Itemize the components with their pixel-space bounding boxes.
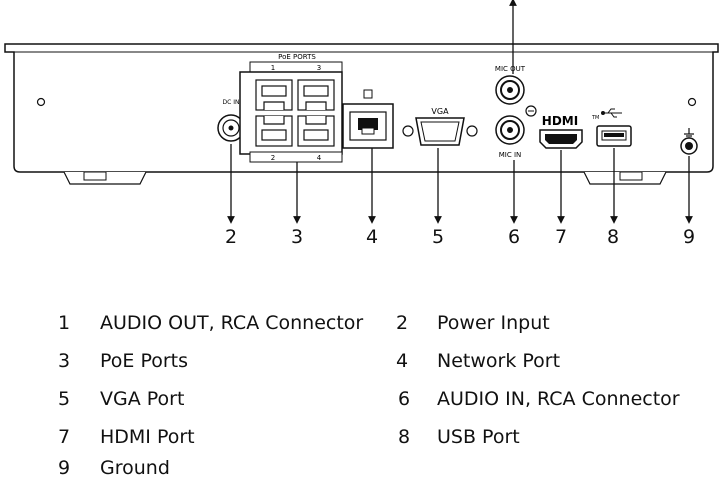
rj45-jack (297, 79, 335, 111)
port-4-label: 4 (317, 154, 322, 162)
legend-label: HDMI Port (100, 426, 195, 448)
vga-label: VGA (431, 107, 449, 116)
audio-out-rca: MIC OUT (495, 65, 526, 105)
audio-in-rca: MIC IN (495, 115, 525, 159)
legend-number: 1 (58, 312, 71, 334)
vga-port: VGA (402, 107, 478, 146)
legend-label: PoE Ports (100, 350, 189, 372)
nvr-rear-panel-diagram: DC IN PoE PORTS 1 3 2 4 (4, 0, 719, 224)
usb-icon (601, 108, 622, 118)
legend-number: 2 (396, 312, 409, 334)
rj45-jack (297, 115, 335, 147)
rj45-jack (255, 79, 293, 111)
legend-label: Network Port (437, 350, 561, 372)
mic-out-label: MIC OUT (495, 65, 526, 73)
legend-number: 5 (58, 388, 71, 410)
poe-ports: PoE PORTS 1 3 2 4 (239, 53, 343, 163)
callout-number-3: 3 (291, 226, 304, 248)
legend-label: Power Input (437, 312, 550, 334)
callout-number-8: 8 (607, 226, 620, 248)
legend-label: Ground (100, 457, 170, 479)
legend-label: VGA Port (100, 388, 185, 410)
callout-number-5: 5 (432, 226, 445, 248)
callout-lines (227, 0, 693, 224)
callout-number-6: 6 (508, 226, 521, 248)
ground-terminal (680, 128, 698, 155)
callout-number-7: 7 (555, 226, 568, 248)
legend-label: AUDIO IN, RCA Connector (437, 388, 680, 410)
dc-in-label: DC IN (223, 99, 240, 106)
network-port (342, 89, 394, 149)
callout-number-4: 4 (366, 226, 379, 248)
legend-number: 6 (398, 388, 411, 410)
port-1-label: 1 (271, 64, 275, 72)
port-2-label: 2 (271, 154, 275, 162)
hdmi-logo: HDMI (542, 114, 578, 128)
screw-hole (36, 97, 46, 107)
port-3-label: 3 (317, 64, 321, 72)
legend-label: AUDIO OUT, RCA Connector (100, 312, 364, 334)
network-icon (363, 89, 373, 99)
legend-number: 8 (398, 426, 411, 448)
hdmi-tm-label: TM (591, 115, 599, 121)
mic-in-label: MIC IN (499, 151, 522, 159)
rj45-jack (255, 115, 293, 147)
poe-ports-label: PoE PORTS (278, 53, 316, 61)
callout-number-2: 2 (225, 226, 238, 248)
legend-number: 9 (58, 457, 71, 479)
callout-number-9: 9 (683, 226, 696, 248)
legend-number: 7 (58, 426, 71, 448)
hdmi-port: HDMI TM (539, 114, 599, 149)
legend-number: 3 (58, 350, 71, 372)
screw-hole (687, 97, 697, 107)
usb-port (596, 108, 632, 147)
legend-label: USB Port (437, 426, 520, 448)
dc-power-input: DC IN (217, 99, 245, 142)
legend-number: 4 (396, 350, 409, 372)
